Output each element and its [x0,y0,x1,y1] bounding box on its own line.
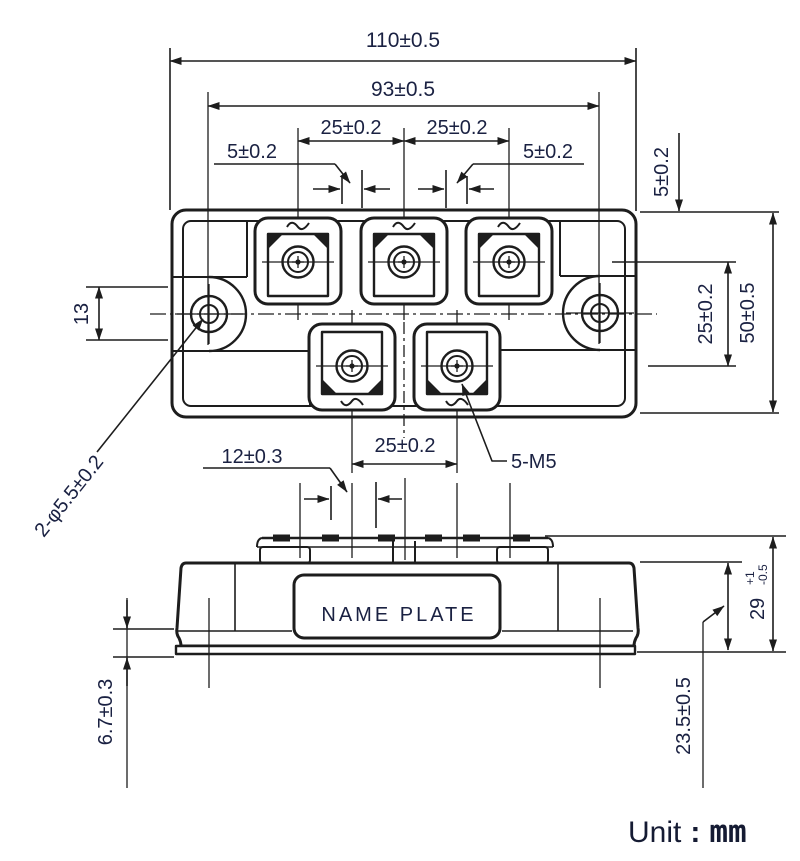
pin-center-lines [299,478,511,560]
dim-total-height-tol-minus: -0.5 [756,564,770,585]
dim-bottom-pitch: 25±0.2 [374,435,435,457]
side-view: NAME PLATE [174,478,640,688]
dim-base-height: 6.7±0.3 [95,679,117,746]
dim-overall-width: 110±0.5 [366,29,440,52]
dim-mounting-holes: 2-φ5.5±0.2 [30,451,108,541]
dim-gap-right: 5±0.2 [523,141,573,163]
name-plate-label: NAME PLATE [321,604,476,626]
right-ear-arc [561,274,601,352]
dim-row-spacing: 25±0.2 [695,283,717,344]
dim-pitch-left: 25±0.2 [320,117,381,139]
unit-separator: : [690,816,700,849]
dim-edge-offset: 5±0.2 [651,147,673,197]
right-side-dims: 5±0.2 25±0.2 50±0.5 [612,133,779,414]
terminal-pad-4 [307,322,397,412]
gap-dim-right: 5±0.2 [418,141,584,208]
dim-case-height: 23.5±0.5 [673,677,695,755]
baseplate [174,644,637,656]
unit-prefix: Unit [628,816,682,849]
dim-slot-width: 13 [71,303,93,325]
unit-note: Unit: mm [628,814,747,850]
unit-value: mm [709,814,746,850]
name-plate-frame [292,573,502,640]
side-dimensions: 29 +1 -0.5 23.5±0.5 6.7±0.3 [95,535,786,788]
top-view [150,92,657,473]
terminal-deck [256,534,554,564]
dim-terminal-offset: 12±0.3 [221,446,282,468]
dim-total-height-tol-plus: +1 [743,571,757,585]
dim-total-height: 29 [747,598,769,620]
dim-total-height-group: 29 +1 -0.5 [743,564,770,620]
terminal-pad-1 [253,216,343,306]
terminal-pad-3 [464,216,554,306]
terminal-pad-5 [412,322,502,412]
dim-overall-depth: 50±0.5 [737,282,759,343]
label-thread: 5-M5 [511,451,557,473]
gap-dim-left: 5±0.2 [214,141,390,208]
dim-pitch-right: 25±0.2 [426,117,487,139]
dim-hole-spacing: 93±0.5 [371,78,435,101]
dim-gap-left: 5±0.2 [227,141,277,163]
terminal-pad-2 [359,216,449,306]
bottom-dims: 25±0.2 5-M5 12±0.3 [203,383,557,528]
